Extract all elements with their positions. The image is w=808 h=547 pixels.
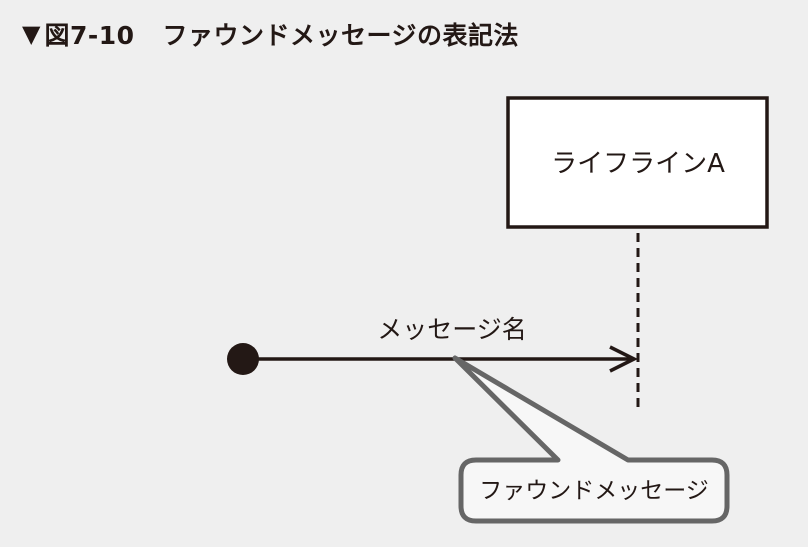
lifeline-label: ライフラインA <box>551 149 725 179</box>
found-message-origin-dot <box>227 343 259 375</box>
triangle-marker-icon: ▼ <box>22 20 41 48</box>
callout-label: ファウンドメッセージ <box>479 478 709 504</box>
arrowhead-icon <box>609 345 638 373</box>
callout-bubble <box>452 355 730 524</box>
figure-title: ▼ 図7-10 ファウンドメッセージの表記法 <box>22 14 519 54</box>
message-label: メッセージ名 <box>377 315 527 344</box>
figure-caption: ファウンドメッセージの表記法 <box>162 21 520 50</box>
lifeline-box <box>506 96 769 229</box>
figure-number: 図7-10 <box>44 21 135 50</box>
